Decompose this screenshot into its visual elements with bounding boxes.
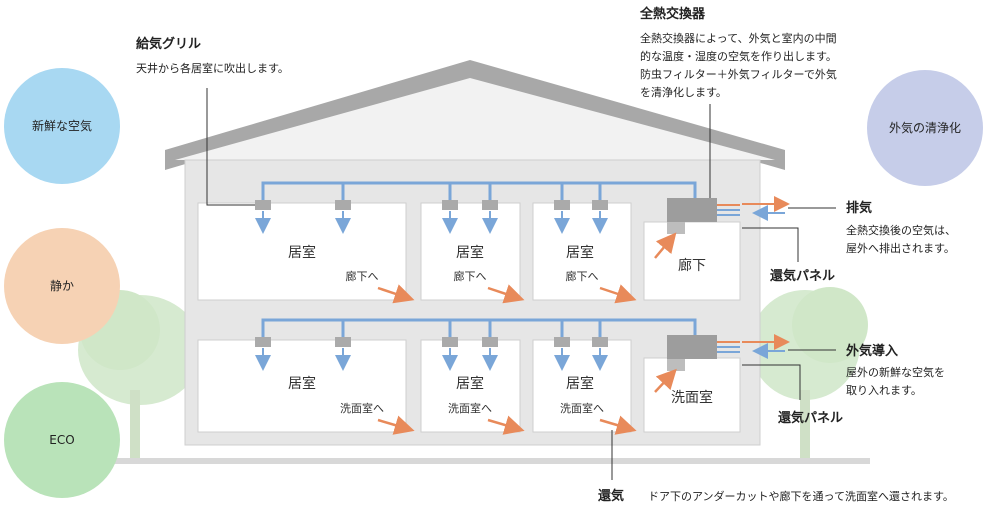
room-label-upper-1: 居室 xyxy=(288,244,316,261)
svg-text:取り入れます。: 取り入れます。 xyxy=(846,384,922,397)
callout-heat-exchanger: 全熱交換器 全熱交換器によって、外気と室内の中間 的な温度・湿度の空気を作り出し… xyxy=(639,6,837,198)
badge-fresh-air: 新鮮な空気 xyxy=(4,68,120,184)
heat-exchanger-lower xyxy=(667,335,717,371)
svg-text:防虫フィルター＋外気フィルターで外気: 防虫フィルター＋外気フィルターで外気 xyxy=(640,67,837,81)
badge-eco: ECO xyxy=(4,382,120,498)
svg-text:外気導入: 外気導入 xyxy=(845,343,898,359)
svg-text:全熱交換器によって、外気と室内の中間: 全熱交換器によって、外気と室内の中間 xyxy=(640,31,837,45)
supply-duct-lower xyxy=(261,318,697,340)
supply-grilles-upper xyxy=(255,200,608,210)
svg-text:的な温度・湿度の空気を作り出します。: 的な温度・湿度の空気を作り出します。 xyxy=(640,49,837,63)
exhaust-ducts-upper xyxy=(717,196,790,221)
callout-intake: 外気導入 屋外の新鮮な空気を 取り入れます。 xyxy=(788,343,945,397)
svg-text:還気: 還気 xyxy=(598,488,624,504)
callout-supply-grille: 給気グリル 天井から各居室に吹出します。 xyxy=(136,36,289,206)
callout-return-panel-lower: 還気パネル xyxy=(742,364,843,426)
svg-text:給気グリル: 給気グリル xyxy=(136,36,201,52)
flow-label-lower-2: 洗面室へ xyxy=(448,401,492,415)
room-label-lower-3: 居室 xyxy=(566,375,594,392)
supply-duct-upper xyxy=(261,181,697,203)
room-label-lower-2: 居室 xyxy=(456,375,484,392)
svg-text:屋外の新鮮な空気を: 屋外の新鮮な空気を xyxy=(846,365,945,379)
tree-right xyxy=(750,287,868,460)
supply-grilles-lower xyxy=(255,337,608,347)
heat-exchanger-upper xyxy=(667,198,717,234)
svg-text:排気: 排気 xyxy=(846,200,872,216)
flow-label-upper-3: 廊下へ xyxy=(566,269,599,283)
upper-floor xyxy=(197,202,741,301)
supply-arrows-upper xyxy=(255,211,608,234)
flow-label-upper-2: 廊下へ xyxy=(454,269,487,283)
flow-label-lower-1: 洗面室へ xyxy=(340,401,384,415)
svg-text:屋外へ排出されます。: 屋外へ排出されます。 xyxy=(846,241,955,255)
svg-text:全熱交換器: 全熱交換器 xyxy=(639,6,706,22)
svg-text:静か: 静か xyxy=(50,279,74,293)
badge-quiet: 静か xyxy=(4,228,120,344)
svg-text:全熱交換後の空気は、: 全熱交換後の空気は、 xyxy=(846,223,956,237)
callout-return-air: 還気 ドア下のアンダーカットや廊下を通って洗面室へ還されます。 xyxy=(598,430,954,504)
svg-text:還気パネル: 還気パネル xyxy=(770,268,835,284)
room-label-upper-4: 廊下 xyxy=(678,257,706,274)
intake-ducts-lower xyxy=(717,334,790,359)
svg-text:を清浄化します。: を清浄化します。 xyxy=(640,85,727,99)
svg-text:ドア下のアンダーカットや廊下を通って洗面室へ還されます。: ドア下のアンダーカットや廊下を通って洗面室へ還されます。 xyxy=(648,489,954,503)
room-label-lower-4: 洗面室 xyxy=(671,389,713,406)
room-label-upper-3: 居室 xyxy=(566,244,594,261)
svg-text:新鮮な空気: 新鮮な空気 xyxy=(32,118,92,133)
roof xyxy=(165,60,785,170)
svg-text:外気の清浄化: 外気の清浄化 xyxy=(889,120,961,135)
room-label-upper-2: 居室 xyxy=(456,244,484,261)
svg-text:天井から各居室に吹出します。: 天井から各居室に吹出します。 xyxy=(136,61,289,75)
flow-label-lower-3: 洗面室へ xyxy=(560,401,604,415)
callout-return-panel-upper: 還気パネル xyxy=(742,227,835,284)
return-arrows-upper xyxy=(377,232,677,304)
flow-label-upper-1: 廊下へ xyxy=(346,269,379,283)
supply-arrows-lower xyxy=(255,348,608,371)
callout-exhaust: 排気 全熱交換後の空気は、 屋外へ排出されます。 xyxy=(788,200,956,255)
svg-text:還気パネル: 還気パネル xyxy=(778,410,843,426)
return-arrows-lower xyxy=(377,368,677,435)
svg-text:ECO: ECO xyxy=(49,433,74,447)
room-label-lower-1: 居室 xyxy=(288,375,316,392)
ground xyxy=(110,458,870,464)
badge-purify: 外気の清浄化 xyxy=(867,70,983,186)
